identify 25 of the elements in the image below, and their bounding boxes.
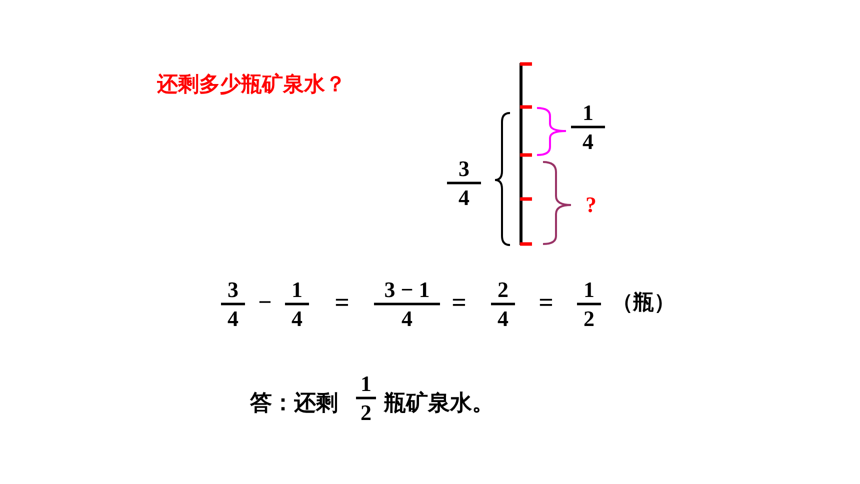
equals-sign: = xyxy=(452,290,466,316)
numerator: 1 xyxy=(584,279,594,301)
question-mark: ? xyxy=(586,194,596,216)
numerator: 1 xyxy=(292,279,302,301)
denominator: 2 xyxy=(360,402,372,424)
equals-sign: = xyxy=(538,290,554,316)
numerator: 3 xyxy=(458,158,470,180)
answer-text: 答：还剩 xyxy=(250,392,338,414)
question-text: 还剩多少瓶矿泉水？ xyxy=(157,74,346,95)
denominator: 2 xyxy=(584,308,594,330)
denominator: 4 xyxy=(402,308,412,330)
numerator: 2 xyxy=(498,279,508,301)
denominator: 4 xyxy=(498,308,508,330)
equals-sign: = xyxy=(334,290,350,316)
denominator: 4 xyxy=(228,308,238,330)
numerator: 1 xyxy=(360,373,372,395)
unit-text: （瓶） xyxy=(612,292,675,313)
denominator: 4 xyxy=(582,131,594,153)
numerator: 1 xyxy=(582,102,594,124)
denominator: 4 xyxy=(292,308,302,330)
numerator: 3 − 1 xyxy=(384,279,430,301)
numerator: 3 xyxy=(228,279,238,301)
minus-sign: − xyxy=(258,291,272,315)
denominator: 4 xyxy=(458,187,470,209)
answer-text: 瓶矿泉水。 xyxy=(384,392,494,414)
